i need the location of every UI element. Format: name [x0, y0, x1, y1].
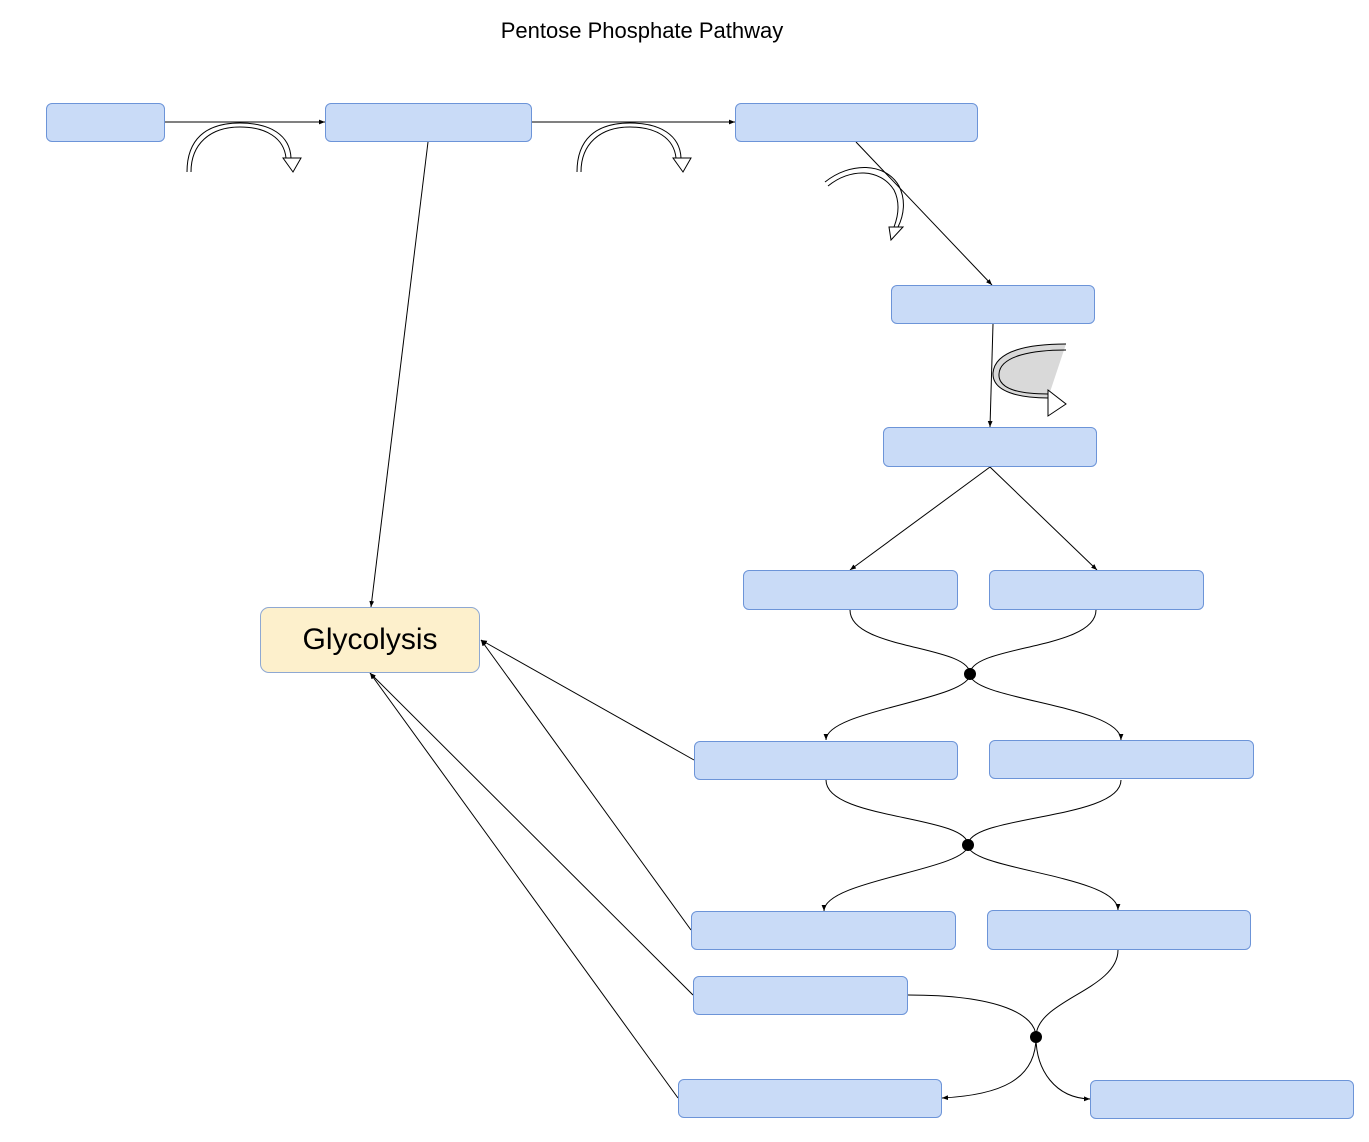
junction-dot-1: [964, 668, 976, 680]
curve-j2-n8b: [967, 844, 1121, 911]
arrow-n2-glycolysis: [369, 141, 429, 608]
metabolite-box-2[interactable]: [325, 103, 532, 142]
curve-j2-n8a: [821, 844, 969, 912]
arrow-n4-n5: [987, 323, 994, 428]
cofactor-curved-arrow-3: [824, 167, 905, 242]
metabolite-box-10a[interactable]: [678, 1079, 942, 1118]
cofactor-curved-arrow-4: [992, 343, 1067, 417]
metabolite-box-10b[interactable]: [1090, 1080, 1354, 1119]
metabolite-box-1[interactable]: [46, 103, 165, 142]
arrow-n7a-glycolysis: [480, 639, 695, 761]
metabolite-box-7b[interactable]: [989, 740, 1254, 779]
cofactor-curved-arrow-2: [576, 122, 692, 173]
metabolite-box-6b[interactable]: [989, 570, 1204, 610]
diagram-title: Pentose Phosphate Pathway: [500, 18, 784, 43]
curve-n8b-j3: [1035, 949, 1119, 1038]
curve-n7b-j2: [967, 779, 1122, 846]
metabolite-box-3[interactable]: [735, 103, 978, 142]
metabolite-box-6a[interactable]: [743, 570, 958, 610]
metabolite-box-7a[interactable]: [694, 741, 958, 780]
metabolite-box-5[interactable]: [883, 427, 1097, 467]
metabolite-box-4[interactable]: [891, 285, 1095, 324]
curve-n7a-j2: [825, 779, 969, 846]
metabolite-box-8a[interactable]: [691, 911, 956, 950]
arrow-n3-n4: [855, 141, 993, 286]
curve-j1-n7a: [823, 673, 971, 741]
metabolite-box-8b[interactable]: [987, 910, 1251, 950]
arrow-n9-glycolysis: [369, 672, 694, 996]
metabolite-box-9[interactable]: [693, 976, 908, 1015]
arrow-n5-n6a: [849, 466, 991, 571]
junction-dot-2: [962, 839, 974, 851]
curve-j3-n10b: [1035, 1036, 1091, 1102]
curve-n6b-j1: [969, 609, 1097, 675]
junction-dot-3: [1030, 1031, 1042, 1043]
curve-n9-j3: [907, 994, 1037, 1038]
glycolysis-box[interactable]: Glycolysis: [260, 607, 480, 673]
arrow-n8a-glycolysis: [480, 639, 692, 931]
curve-j3-n10a: [941, 1036, 1037, 1101]
cofactor-curved-arrow-1: [186, 122, 302, 173]
curve-j1-n7b: [969, 673, 1124, 741]
arrow-n5-n6b: [989, 466, 1098, 571]
arrow-n10a-glycolysis: [369, 672, 679, 1099]
curve-n6a-j1: [849, 609, 971, 675]
